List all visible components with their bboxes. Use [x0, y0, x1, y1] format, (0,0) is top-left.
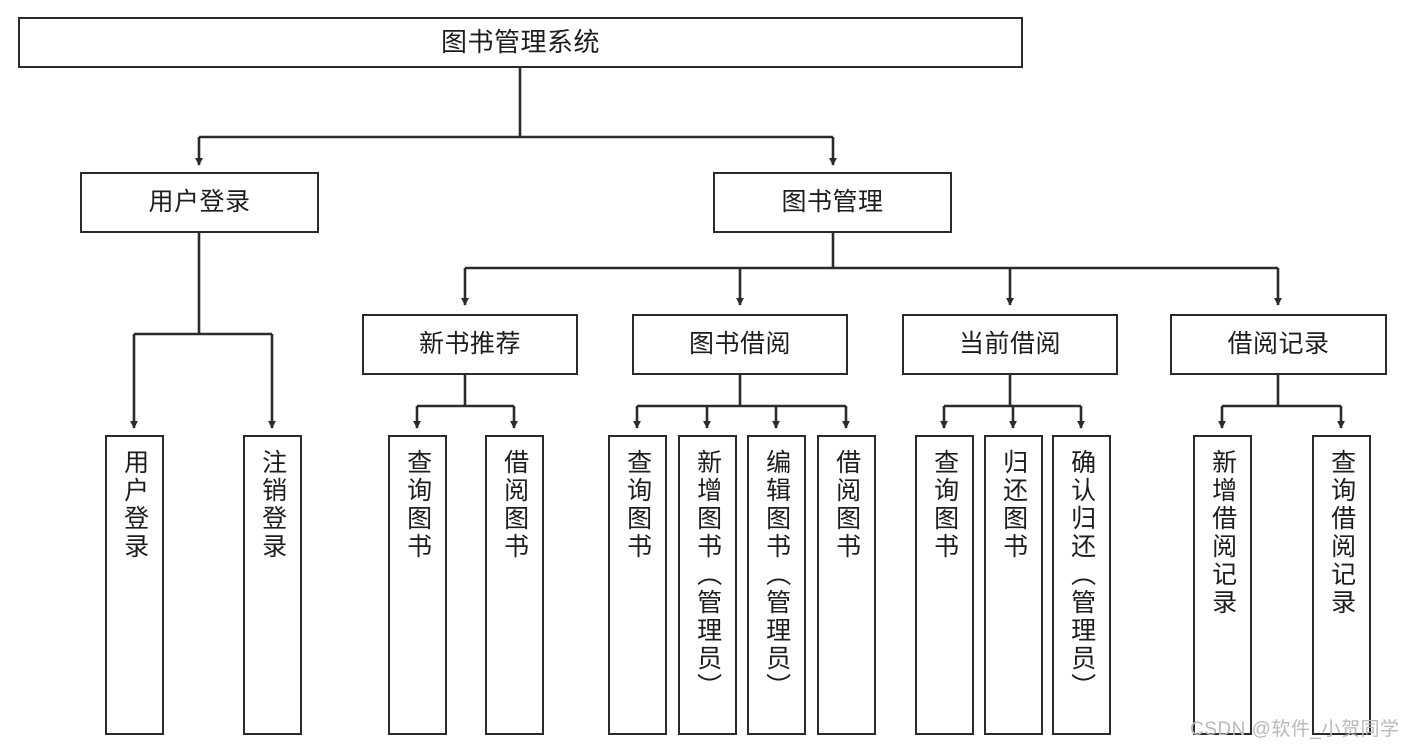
node-label: 图书管理 — [781, 187, 884, 216]
leaf-borrow-book-recommendation[interactable]: 借阅图书 — [485, 435, 544, 735]
leaf-query-book-current[interactable]: 查询图书 — [915, 435, 974, 735]
leaf-borrow-book-borrowing[interactable]: 借阅图书 — [817, 435, 876, 735]
node-label: 查询图书 — [403, 449, 432, 561]
node-borrowing-record[interactable]: 借阅记录 — [1170, 314, 1387, 375]
node-user-login[interactable]: 用户登录 — [80, 172, 319, 233]
leaf-edit-book-admin[interactable]: 编辑图书（管理员） — [747, 435, 806, 735]
node-current-borrowing[interactable]: 当前借阅 — [902, 314, 1118, 375]
node-label: 新增借阅记录 — [1208, 449, 1237, 617]
node-label: 当前借阅 — [958, 329, 1061, 358]
node-label: 图书管理系统 — [440, 27, 600, 58]
leaf-user-login[interactable]: 用户登录 — [105, 435, 164, 735]
node-new-book-recommendation[interactable]: 新书推荐 — [362, 314, 578, 375]
node-label: 图书借阅 — [688, 329, 791, 358]
node-book-management[interactable]: 图书管理 — [713, 172, 952, 233]
leaf-query-book-borrowing[interactable]: 查询图书 — [608, 435, 667, 735]
leaf-query-book-recommendation[interactable]: 查询图书 — [388, 435, 447, 735]
leaf-add-book-admin[interactable]: 新增图书（管理员） — [678, 435, 737, 735]
node-label: 查询图书 — [623, 449, 652, 561]
node-label: 编辑图书（管理员） — [762, 449, 791, 701]
leaf-add-borrowing-record[interactable]: 新增借阅记录 — [1193, 435, 1252, 735]
node-label: 确认归还（管理员） — [1067, 449, 1096, 701]
node-label: 借阅图书 — [832, 449, 861, 561]
node-label: 查询图书 — [930, 449, 959, 561]
node-label: 新书推荐 — [418, 329, 521, 358]
node-label: 注销登录 — [258, 449, 287, 561]
leaf-return-book[interactable]: 归还图书 — [984, 435, 1043, 735]
leaf-confirm-return-admin[interactable]: 确认归还（管理员） — [1052, 435, 1111, 735]
node-book-borrowing[interactable]: 图书借阅 — [632, 314, 848, 375]
node-label: 借阅记录 — [1227, 329, 1330, 358]
node-label: 用户登录 — [148, 187, 251, 216]
leaf-logout[interactable]: 注销登录 — [243, 435, 302, 735]
node-label: 归还图书 — [999, 449, 1028, 561]
leaf-query-borrowing-record[interactable]: 查询借阅记录 — [1312, 435, 1371, 735]
node-label: 查询借阅记录 — [1327, 449, 1356, 617]
node-label: 新增图书（管理员） — [693, 449, 722, 701]
csdn-watermark: CSDN @软件_小贺同学 — [1190, 719, 1400, 740]
node-label: 用户登录 — [120, 449, 149, 561]
node-root-book-management-system[interactable]: 图书管理系统 — [18, 17, 1023, 68]
node-label: 借阅图书 — [500, 449, 529, 561]
